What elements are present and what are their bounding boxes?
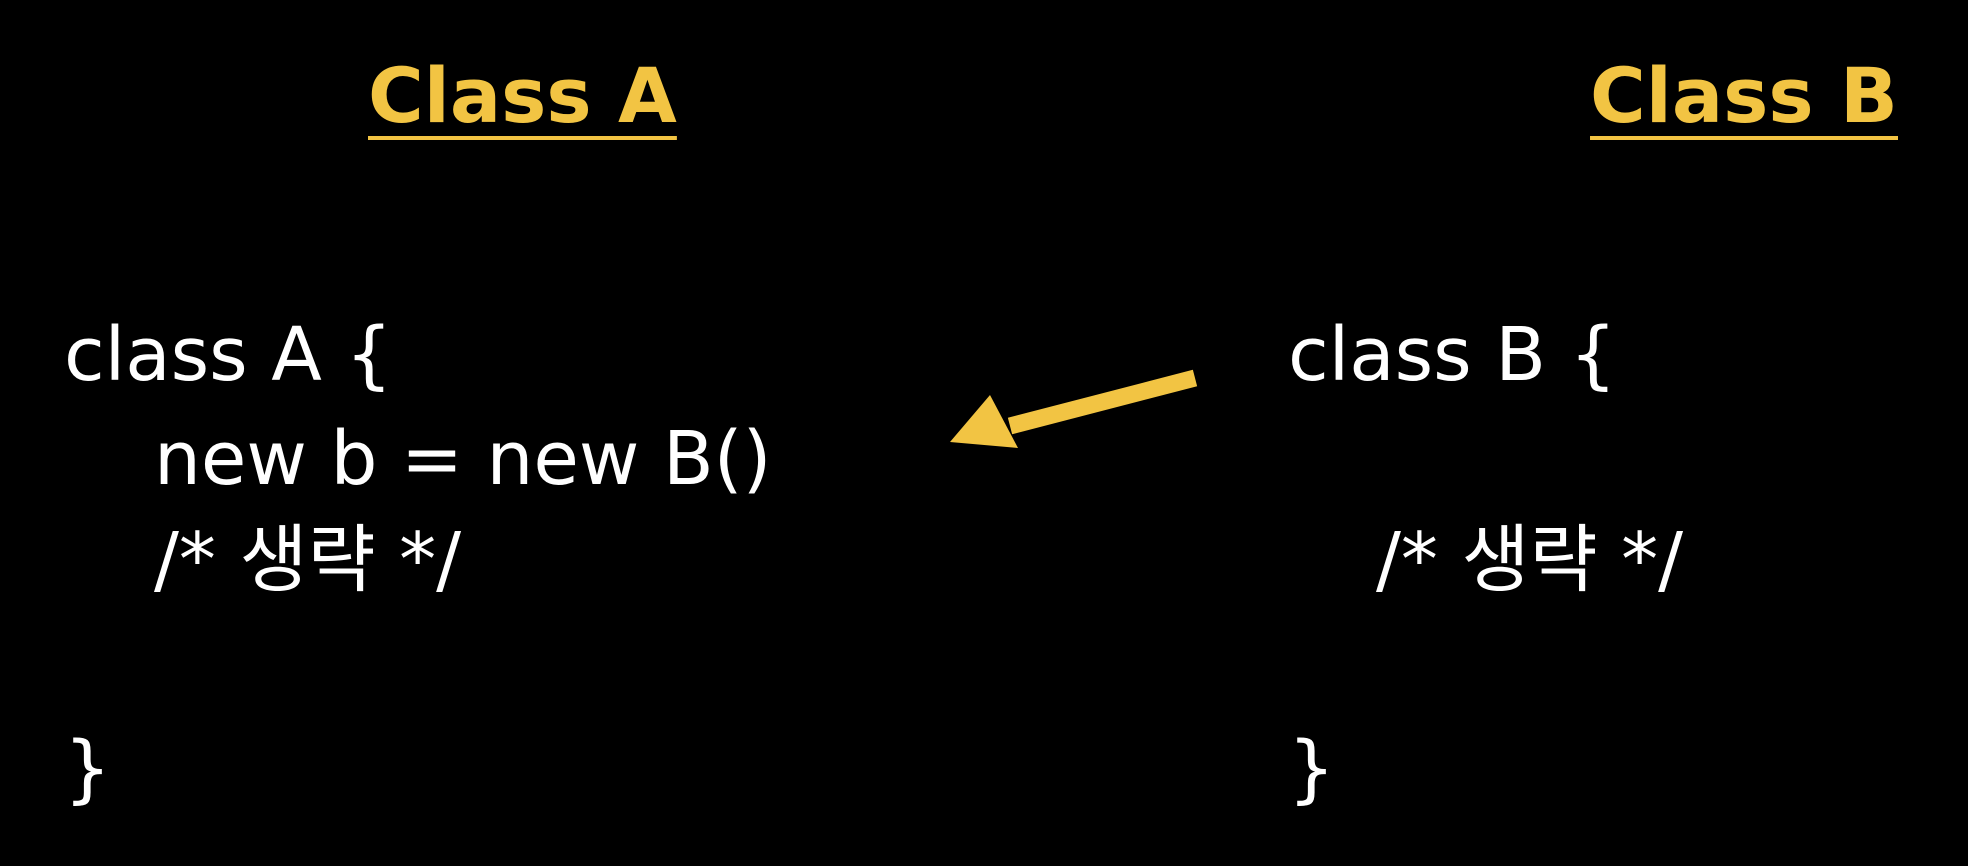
class-a-declaration: class A { (64, 312, 393, 398)
class-a-comment: /* 생략 */ (154, 517, 462, 603)
class-a-heading: Class A (368, 51, 677, 140)
class-b-declaration: class B { (1288, 312, 1617, 398)
arrow-head (950, 395, 1018, 448)
arrow-shaft (1007, 369, 1198, 435)
class-b-closing-brace: } (1288, 726, 1336, 812)
class-a-closing-brace: } (64, 726, 112, 812)
arrow-left-icon (950, 369, 1198, 448)
class-b-comment: /* 생략 */ (1376, 517, 1684, 603)
class-b-heading: Class B (1590, 51, 1898, 140)
class-a-new-b-statement: new b = new B() (154, 416, 772, 502)
